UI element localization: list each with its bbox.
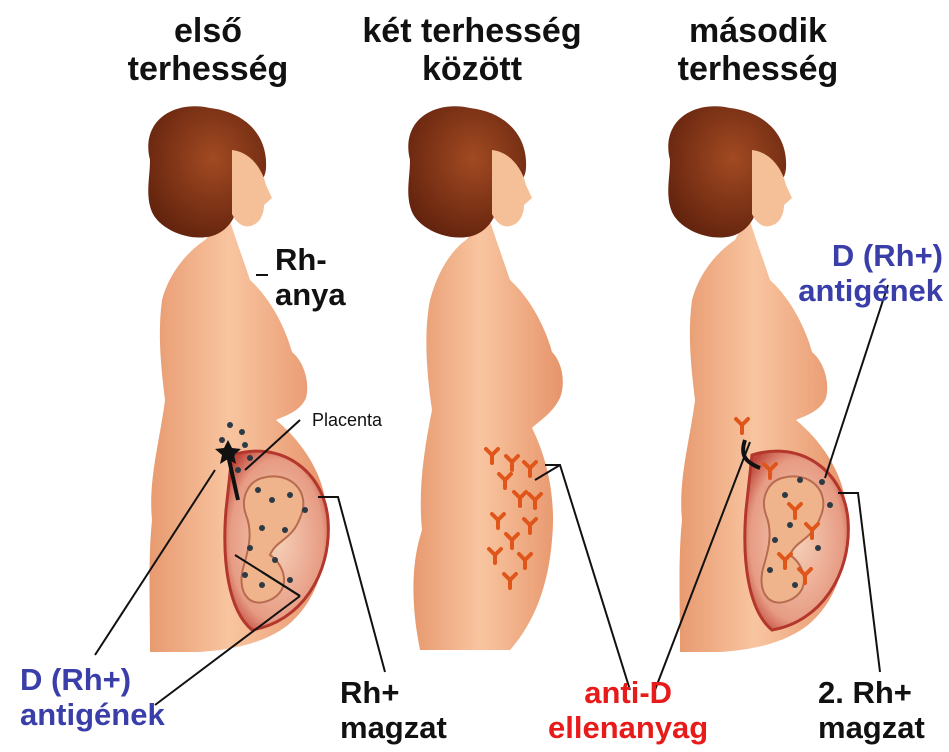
woman-between-pregnancies	[408, 106, 563, 650]
woman-second-pregnancy	[668, 106, 848, 652]
label-rh-positive-fetus: Rh+ magzat	[340, 675, 447, 745]
header-second-pregnancy: második terhesség	[678, 12, 839, 89]
header-second-pregnancy-text: második terhesség	[678, 12, 839, 88]
header-between-pregnancies: két terhesség között	[362, 12, 581, 89]
header-between-pregnancies-text: két terhesség között	[362, 12, 581, 88]
label-rh-negative-mother: Rh- anya	[275, 242, 346, 312]
body-silhouette	[413, 215, 562, 650]
label-antigens-left: D (Rh+) antigének	[20, 662, 165, 732]
label-placenta: Placenta	[312, 410, 382, 430]
header-first-pregnancy: első terhesség	[128, 12, 289, 89]
label-second-rh-positive-fetus: 2. Rh+ magzat	[818, 675, 925, 745]
label-anti-d-antibody: anti-D ellenanyag	[548, 675, 708, 745]
label-antigens-right: D (Rh+) antigének	[775, 238, 943, 308]
header-first-pregnancy-text: első terhesség	[128, 12, 289, 88]
woman-first-pregnancy	[148, 106, 328, 652]
